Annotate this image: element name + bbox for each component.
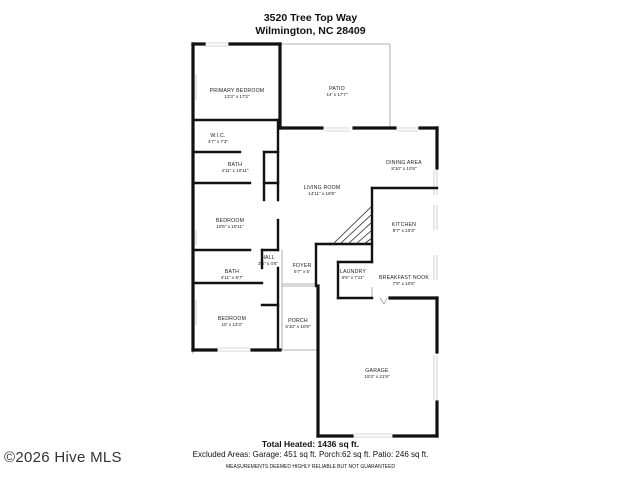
room-dims: 19'2" x 21'8" <box>364 374 390 379</box>
room-name: W.I.C. <box>210 133 225 139</box>
room-dims: 3'3" x 4'6" <box>258 261 278 266</box>
room-dims: 5'7" x 5' <box>294 269 310 274</box>
room-labels: PRIMARY BEDROOM 13'3" x 17'2" PATIO 14' … <box>208 86 429 379</box>
room-name: PORCH <box>288 318 308 324</box>
total-heated: Total Heated: 1436 sq ft. <box>261 439 360 449</box>
room-name: GARAGE <box>365 368 389 374</box>
room-dims: 5'5" x 7'11" <box>342 275 365 280</box>
room-dims: 8'10" x 10'8" <box>391 166 417 171</box>
room-dims: 4'11" x 6'7" <box>221 275 244 280</box>
room-name: DINING AREA <box>386 160 422 166</box>
address-line-2: Wilmington, NC 28409 <box>255 25 366 37</box>
room-dims: 14' x 17'7" <box>326 92 347 97</box>
interior-walls <box>191 118 439 352</box>
room-name: HALL <box>261 255 275 261</box>
room-name: BATH <box>228 162 242 168</box>
room-dims: 14'11" x 18'8" <box>308 191 336 196</box>
room-name: LAUNDRY <box>340 269 366 275</box>
window-markers <box>192 42 438 438</box>
watermark: ©2026 Hive MLS <box>4 449 122 466</box>
room-name: BEDROOM <box>216 218 244 224</box>
excluded-areas: Excluded Areas: Garage: 451 sq ft. Porch… <box>192 450 429 459</box>
room-dims: 4'7" x 7'3" <box>208 139 228 144</box>
room-dims: 4'11" x 10'11" <box>221 168 248 173</box>
room-name: KITCHEN <box>392 222 416 228</box>
room-name: PATIO <box>329 86 345 92</box>
disclaimer: MEASUREMENTS DEEMED HIGHLY RELIABLE BUT … <box>225 464 396 470</box>
room-name: PRIMARY BEDROOM <box>210 88 265 94</box>
address-line-1: 3520 Tree Top Way <box>263 12 358 24</box>
room-dims: 5'10" x 10'8" <box>285 324 311 329</box>
room-dims: 10' x 13'3" <box>221 322 242 327</box>
room-name: BATH <box>225 269 239 275</box>
room-dims: 10'6" x 10'11" <box>216 224 244 229</box>
stair-hatch <box>332 205 373 245</box>
exterior-walls <box>191 42 439 438</box>
room-name: FOYER <box>293 263 312 269</box>
room-name: LIVING ROOM <box>304 185 341 191</box>
room-dims: 8'7" x 10'3" <box>393 228 416 233</box>
room-dims: 7'9" x 10'5" <box>393 281 416 286</box>
room-name: BREAKFAST NOOK <box>379 275 429 281</box>
room-name: BEDROOM <box>218 316 246 322</box>
room-dims: 13'3" x 17'2" <box>224 94 250 99</box>
